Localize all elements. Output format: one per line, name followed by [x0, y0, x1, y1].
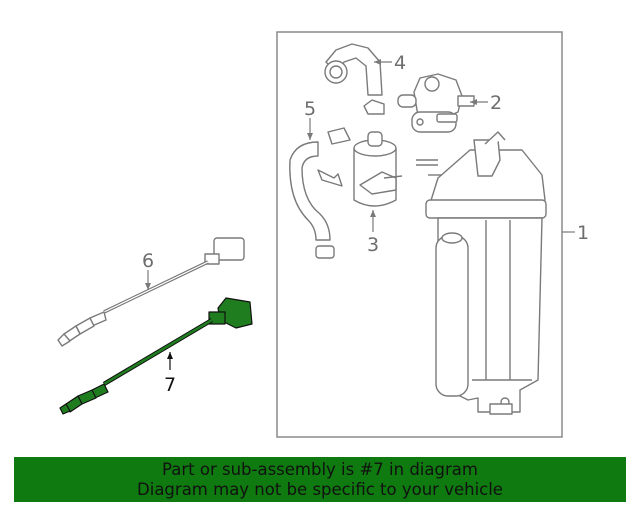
- part-2-purge-valve[interactable]: [397, 73, 475, 133]
- callout-5: 5: [304, 98, 316, 120]
- part-1-canister[interactable]: [416, 131, 547, 415]
- callout-7: 7: [164, 374, 176, 396]
- leader-arrows: [145, 59, 477, 359]
- part-4-hose[interactable]: [324, 43, 385, 115]
- callout-3: 3: [367, 234, 379, 256]
- callout-6: 6: [142, 250, 154, 272]
- banner-line-disclaimer: Diagram may not be specific to your vehi…: [137, 480, 503, 499]
- banner-line-part: Part or sub-assembly is #7 in diagram: [162, 460, 478, 479]
- part-6-oxygen-sensor[interactable]: [57, 237, 245, 347]
- assembly-frame: [276, 31, 563, 438]
- callout-4: 4: [394, 52, 406, 74]
- part-7-oxygen-sensor-highlighted[interactable]: [59, 297, 253, 415]
- info-banner: Part or sub-assembly is #7 in diagram Di…: [14, 457, 626, 502]
- callout-2: 2: [490, 92, 502, 114]
- parts-diagram: 1 2 3 4 5 6 7: [57, 31, 589, 438]
- part-5-hose[interactable]: [289, 127, 351, 259]
- callout-1: 1: [577, 222, 589, 244]
- part-3-filter[interactable]: [317, 131, 403, 207]
